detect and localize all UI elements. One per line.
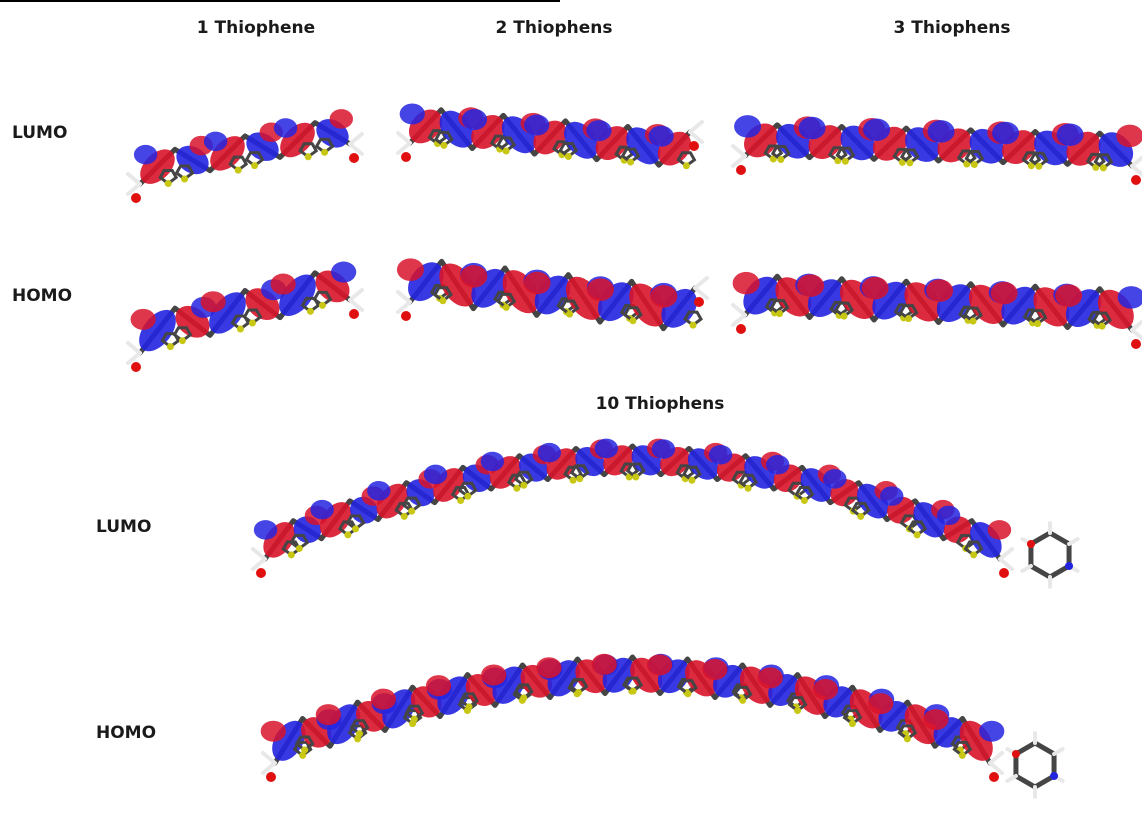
molecule-10-thiophens-homo	[260, 653, 1065, 799]
column-title-2-thiophens: 2 Thiophens	[495, 18, 613, 38]
molecule-10-thiophens-lumo	[251, 438, 1080, 589]
row-label-homo-bottom: HOMO	[96, 723, 157, 743]
row-label-homo-top: HOMO	[12, 286, 73, 306]
title-10-thiophens: 10 Thiophens	[595, 394, 725, 414]
row-label-lumo-top: LUMO	[12, 123, 68, 143]
molecule-2-thiophens-lumo	[396, 103, 704, 170]
molecule-1-thiophene-lumo	[126, 109, 364, 203]
molecule-1-thiophene-homo	[126, 261, 364, 372]
molecule-3-thiophens-homo	[731, 271, 1142, 349]
row-label-lumo-bottom: LUMO	[96, 517, 152, 537]
molecule-3-thiophens-lumo	[731, 115, 1142, 185]
column-title-1-thiophene: 1 Thiophene	[196, 18, 316, 38]
molecule-2-thiophens-homo	[396, 258, 709, 332]
column-title-3-thiophens: 3 Thiophens	[893, 18, 1011, 38]
top-rule	[0, 0, 560, 2]
